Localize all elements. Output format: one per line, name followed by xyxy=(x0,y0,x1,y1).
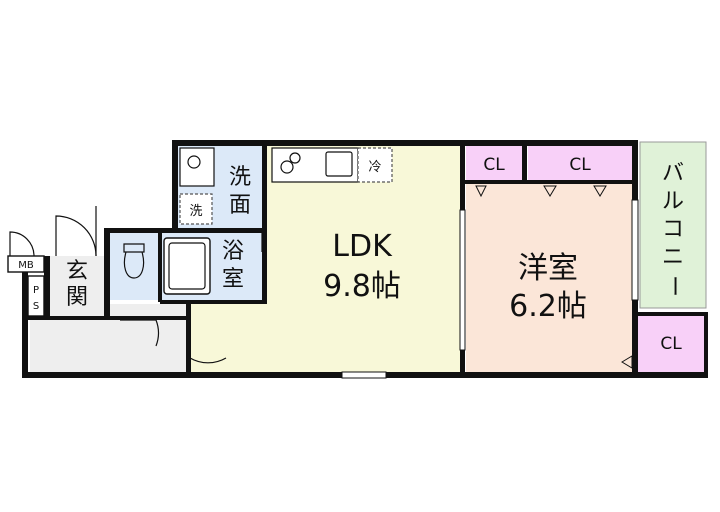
closet-label: CL xyxy=(569,155,591,175)
bathtub-icon xyxy=(163,237,211,295)
pipe-space-label-2: S xyxy=(33,301,39,312)
bath-label-2: 室 xyxy=(222,267,244,292)
stove-burner-icon xyxy=(289,152,301,164)
balcony-label-5: ー xyxy=(661,275,686,297)
entrance-label-2: 関 xyxy=(66,285,88,310)
sink-icon xyxy=(325,151,353,177)
ldk-floor xyxy=(266,146,464,374)
meter-box xyxy=(7,255,45,273)
closet-1-floor xyxy=(466,146,522,182)
closet-label: CL xyxy=(483,155,505,175)
ldk-window xyxy=(341,371,387,379)
stove-burner-icon xyxy=(280,160,294,174)
basin-icon xyxy=(187,155,201,169)
entrance-label-1: 玄 xyxy=(66,259,88,284)
bathtub-inner xyxy=(168,242,206,290)
pipe-space xyxy=(27,275,45,317)
doors xyxy=(9,206,263,364)
kitchen-counter xyxy=(271,147,359,183)
western-room-name: 洋室 xyxy=(518,251,578,286)
fridge-spot xyxy=(357,147,393,183)
balcony-label-1: バ xyxy=(662,161,684,186)
meter-box-label: MB xyxy=(18,260,34,271)
toilet-floor xyxy=(110,232,158,300)
toilet-icon xyxy=(123,243,145,279)
western-window xyxy=(631,199,639,301)
washer-label: 洗 xyxy=(189,204,202,219)
balcony-label-4: ニ xyxy=(662,245,684,270)
washroom-label-1: 洗 xyxy=(229,165,251,190)
balcony-floor xyxy=(639,141,707,309)
western-room-floor xyxy=(466,182,634,374)
balcony-label-3: コ xyxy=(662,217,684,242)
closet-3-floor xyxy=(638,316,706,372)
washroom-label-2: 面 xyxy=(229,193,251,218)
closet-label: CL xyxy=(660,334,682,354)
washer-spot xyxy=(179,193,213,225)
ldk-floor-lower xyxy=(190,304,270,374)
western-room-size: 6.2帖 xyxy=(509,289,587,324)
ldk-name: LDK xyxy=(332,229,393,264)
pipe-space-label-1: P xyxy=(33,285,39,296)
fridge-label: 冷 xyxy=(368,160,381,175)
closet-door-marks xyxy=(475,185,633,369)
ldk-size: 9.8帖 xyxy=(323,269,401,304)
balcony-label-2: ル xyxy=(662,189,684,214)
bath-label-1: 浴 xyxy=(222,239,244,264)
sliding-door xyxy=(459,209,466,351)
closet-2-floor xyxy=(528,146,632,182)
